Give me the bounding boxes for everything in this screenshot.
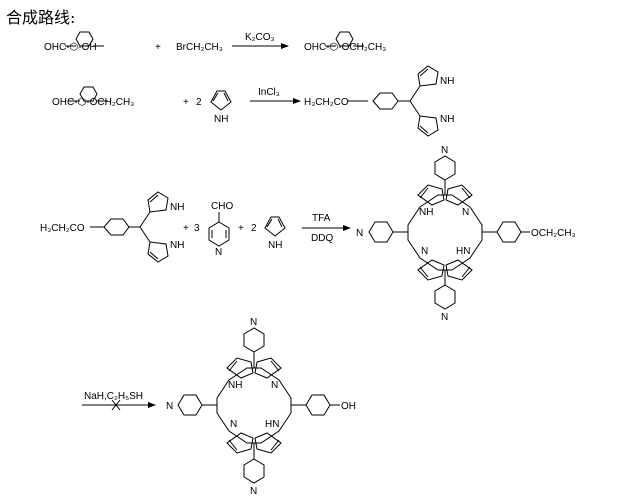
step3-nh-bottom: NH — [170, 240, 184, 251]
step3-porphyrin-n-2: N — [421, 246, 428, 257]
step2-plus: + — [183, 97, 189, 108]
step4-porphyrin-core — [216, 357, 292, 454]
step3-porphyrin-nh: NH — [419, 207, 433, 218]
step2-coefficient: 2 — [196, 97, 202, 108]
step3-reagent-top: TFA — [312, 213, 331, 224]
step3-plus-2: + — [238, 223, 244, 234]
step1-reactant-a-benzene-ring — [65, 31, 104, 47]
step4-substituent: OH — [341, 401, 356, 412]
step1-reactant-b: BrCH₂CH₃ — [176, 42, 223, 53]
step1-product-benzene-ring — [325, 31, 364, 47]
step3-pyridyl-top — [434, 155, 456, 195]
step3-ethoxyphenyl-right — [482, 221, 530, 243]
step3-pyridine-4-carbaldehyde — [208, 212, 230, 247]
step3-reactant-prefix: H₃CH₂CO — [40, 223, 85, 234]
step3-reagent-bottom: DDQ — [311, 233, 333, 244]
step4-arrow-cross-mark — [111, 399, 121, 411]
step2-product-nh-top: NH — [440, 76, 454, 87]
step2-product-dipyrromethane — [348, 65, 439, 137]
step4-pyridyl-left-n: N — [166, 401, 173, 412]
step3-reactant-dipyrromethane — [90, 191, 169, 263]
step1-reactant-a-label: OHC-⬡-OH — [44, 42, 97, 53]
step3-nh-top: NH — [170, 202, 184, 213]
step4-porphyrin-hn: HN — [265, 419, 279, 430]
step3-pyridyl-left — [368, 221, 408, 243]
step4-porphyrin-n-1: N — [271, 380, 278, 391]
step3-plus-1: + — [183, 223, 189, 234]
step3-pyridyl-bottom-n: N — [441, 312, 448, 323]
step2-nh: NH — [214, 114, 228, 125]
step3-coefficient-1: 3 — [194, 223, 200, 234]
step2-reagent: InCl₃ — [258, 87, 280, 98]
step2-reactant-label: OHC-⬡-OCH₂CH₃ — [52, 97, 134, 108]
scheme-heading: 合成路线: — [6, 8, 76, 27]
step3-porphyrin-n-1: N — [462, 207, 469, 218]
step3-pyridine-n: N — [215, 247, 222, 258]
step4-pyridyl-bottom-n: N — [250, 486, 257, 497]
step4-porphyrin-nh: NH — [228, 380, 242, 391]
step2-pyrrole-ring — [210, 90, 232, 111]
step1-plus: + — [155, 42, 161, 53]
step2-reactant-benzene-ring — [68, 86, 108, 102]
step3-cho: CHO — [211, 201, 233, 212]
step2-product-prefix: H₃CH₂CO — [304, 97, 349, 108]
step4-hydroxyphenyl-right — [291, 394, 340, 416]
step4-pyridyl-top-n: N — [250, 317, 257, 328]
step3-pyridyl-left-n: N — [356, 228, 363, 239]
step3-coefficient-2: 2 — [251, 223, 257, 234]
step4-pyridyl-bottom — [243, 443, 265, 484]
step3-pyrrole-ring — [264, 216, 286, 237]
step4-pyridyl-top — [243, 327, 265, 368]
step1-product-label: OHC-⬡-OCH₂CH₃ — [304, 42, 386, 53]
step3-nh: NH — [268, 240, 282, 251]
step3-substituent: OCH₂CH₃ — [531, 228, 576, 239]
step4-porphyrin-n-2: N — [230, 419, 237, 430]
step4-pyridyl-left — [177, 394, 217, 416]
step3-pyridyl-bottom — [434, 270, 456, 310]
step3-porphyrin-core — [407, 184, 483, 281]
step1-reagent: K₂CO₃ — [245, 32, 275, 43]
step2-product-nh-bottom: NH — [440, 114, 454, 125]
step3-porphyrin-hn: HN — [456, 246, 470, 257]
step3-pyridyl-top-n: N — [441, 145, 448, 156]
step4-reagent: NaH,C₂H₅SH — [84, 391, 143, 402]
